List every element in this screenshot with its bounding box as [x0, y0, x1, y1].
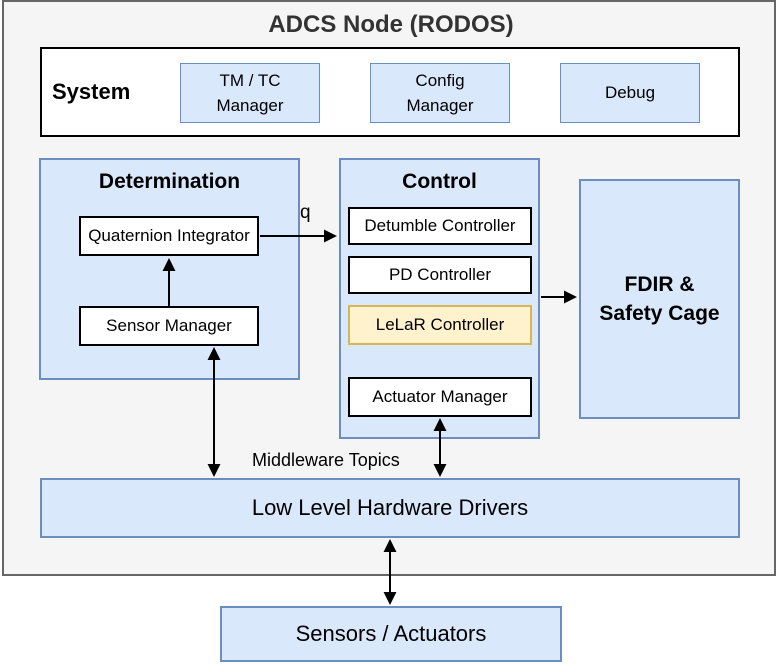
edge-label-q: q [300, 202, 311, 223]
node-fdir-safety-cage: FDIR & Safety Cage [579, 179, 740, 419]
node-quaternion-integrator: Quaternion Integrator [79, 216, 259, 256]
system-group-label: System [52, 79, 131, 104]
control-group-title: Control [402, 170, 477, 193]
node-pd-controller: PD Controller [348, 256, 532, 294]
diagram-title: ADCS Node (RODOS) [268, 11, 514, 38]
node-lelar-controller: LeLaR Controller [348, 305, 532, 345]
node-sensor-manager: Sensor Manager [79, 306, 259, 346]
edge-label-middleware-topics: Middleware Topics [252, 450, 400, 470]
node-debug: Debug [560, 63, 700, 123]
node-detumble-controller: Detumble Controller [348, 207, 532, 245]
node-actuator-manager: Actuator Manager [348, 377, 532, 417]
node-config-manager: Config Manager [370, 63, 510, 123]
node-low-level-hardware-drivers: Low Level Hardware Drivers [40, 478, 740, 538]
node-sensors-actuators: Sensors / Actuators [220, 606, 562, 662]
node-tmtc-manager: TM / TC Manager [180, 63, 320, 123]
determination-group-title: Determination [98, 170, 241, 193]
